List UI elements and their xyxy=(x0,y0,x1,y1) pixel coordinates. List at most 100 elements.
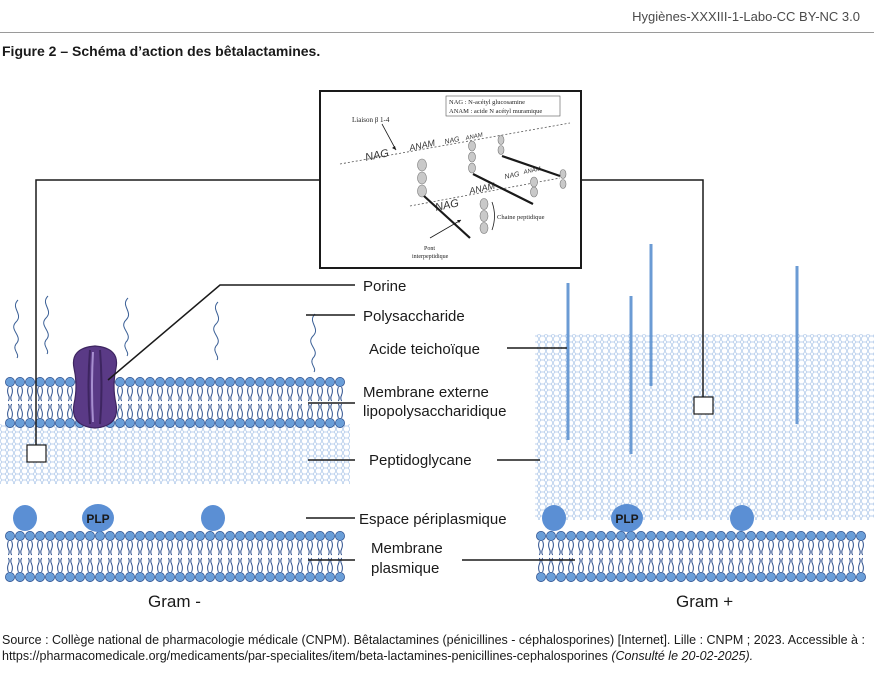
phospholipid xyxy=(705,530,717,556)
phospholipid xyxy=(64,557,76,583)
peptidoglycan-inset: NAG : N-acétyl glucosamine ANAM : acide … xyxy=(319,90,582,269)
phospholipid xyxy=(34,376,46,402)
inset-liaison-label: Liaison β 1-4 xyxy=(352,116,390,124)
phospholipid xyxy=(54,376,66,402)
phospholipid xyxy=(575,557,587,583)
phospholipid xyxy=(675,557,687,583)
phospholipid xyxy=(214,403,226,429)
phospholipid xyxy=(34,557,46,583)
zoom-box-right xyxy=(693,396,714,415)
phospholipid xyxy=(234,376,246,402)
phospholipid xyxy=(835,557,847,583)
phospholipid xyxy=(164,530,176,556)
phospholipid xyxy=(184,530,196,556)
phospholipid xyxy=(164,376,176,402)
phospholipid xyxy=(4,557,16,583)
label-membrane-plasmique-2: plasmique xyxy=(371,560,439,577)
phospholipid xyxy=(294,530,306,556)
label-polysaccharide: Polysaccharide xyxy=(363,308,465,325)
phospholipid xyxy=(224,557,236,583)
periplasmic-proteins-right xyxy=(542,504,754,532)
phospholipid xyxy=(675,530,687,556)
phospholipid xyxy=(795,530,807,556)
phospholipid xyxy=(695,530,707,556)
phospholipid xyxy=(154,403,166,429)
phospholipid xyxy=(815,557,827,583)
inset-legend-anam: ANAM : acide N acétyl muramique xyxy=(449,108,542,115)
phospholipid xyxy=(264,376,276,402)
phospholipid xyxy=(74,557,86,583)
phospholipid xyxy=(74,530,86,556)
phospholipid xyxy=(595,530,607,556)
phospholipid xyxy=(134,403,146,429)
phospholipid xyxy=(84,530,96,556)
phospholipid xyxy=(204,403,216,429)
phospholipid xyxy=(174,530,186,556)
phospholipid xyxy=(294,376,306,402)
phospholipid xyxy=(304,557,316,583)
inset-chaine-label: Chaine peptidique xyxy=(497,214,545,221)
phospholipid xyxy=(44,376,56,402)
phospholipid xyxy=(64,530,76,556)
phospholipid xyxy=(825,557,837,583)
phospholipid xyxy=(114,376,126,402)
inset-pont-label-2: interpeptidique xyxy=(412,254,449,260)
phospholipid xyxy=(104,557,116,583)
phospholipid xyxy=(274,557,286,583)
inset-nag-2: NAG xyxy=(444,136,461,146)
phospholipid xyxy=(565,557,577,583)
phospholipid xyxy=(725,530,737,556)
phospholipid xyxy=(755,530,767,556)
inset-nag-4: NAG xyxy=(504,171,521,181)
phospholipid xyxy=(174,557,186,583)
phospholipid xyxy=(64,376,76,402)
phospholipid xyxy=(545,530,557,556)
phospholipid xyxy=(4,376,16,402)
phospholipid xyxy=(605,530,617,556)
phospholipid xyxy=(164,557,176,583)
phospholipid xyxy=(204,557,216,583)
phospholipid xyxy=(44,530,56,556)
phospholipid xyxy=(94,557,106,583)
phospholipid xyxy=(715,530,727,556)
phospholipid xyxy=(795,557,807,583)
phospholipid xyxy=(14,530,26,556)
phospholipid xyxy=(725,557,737,583)
label-peptidoglycane: Peptidoglycane xyxy=(369,452,472,469)
phospholipid xyxy=(825,530,837,556)
phospholipid xyxy=(635,530,647,556)
phospholipid xyxy=(625,530,637,556)
phospholipid xyxy=(144,376,156,402)
phospholipid xyxy=(244,403,256,429)
header-license: Hygiènes-XXXIII-1-Labo-CC BY-NC 3.0 xyxy=(632,9,860,24)
phospholipid xyxy=(805,530,817,556)
phospholipid xyxy=(615,530,627,556)
phospholipid xyxy=(635,557,647,583)
phospholipid xyxy=(585,557,597,583)
phospholipid xyxy=(785,557,797,583)
phospholipid xyxy=(645,530,657,556)
phospholipid xyxy=(194,376,206,402)
phospholipid xyxy=(184,403,196,429)
phospholipid xyxy=(34,403,46,429)
phospholipid xyxy=(164,403,176,429)
inset-nag-1: NAG xyxy=(364,147,390,164)
phospholipid xyxy=(154,557,166,583)
polysaccharide-chains xyxy=(13,295,317,373)
phospholipid xyxy=(194,403,206,429)
phospholipid xyxy=(625,557,637,583)
phospholipid xyxy=(855,557,867,583)
phospholipid xyxy=(114,530,126,556)
phospholipid xyxy=(194,530,206,556)
phospholipid xyxy=(284,376,296,402)
phospholipid xyxy=(14,557,26,583)
phospholipid xyxy=(555,557,567,583)
phospholipid xyxy=(745,530,757,556)
phospholipid xyxy=(144,530,156,556)
phospholipid xyxy=(224,530,236,556)
phospholipid xyxy=(214,530,226,556)
phospholipid xyxy=(94,530,106,556)
phospholipid xyxy=(785,530,797,556)
phospholipid xyxy=(284,530,296,556)
phospholipid xyxy=(244,557,256,583)
